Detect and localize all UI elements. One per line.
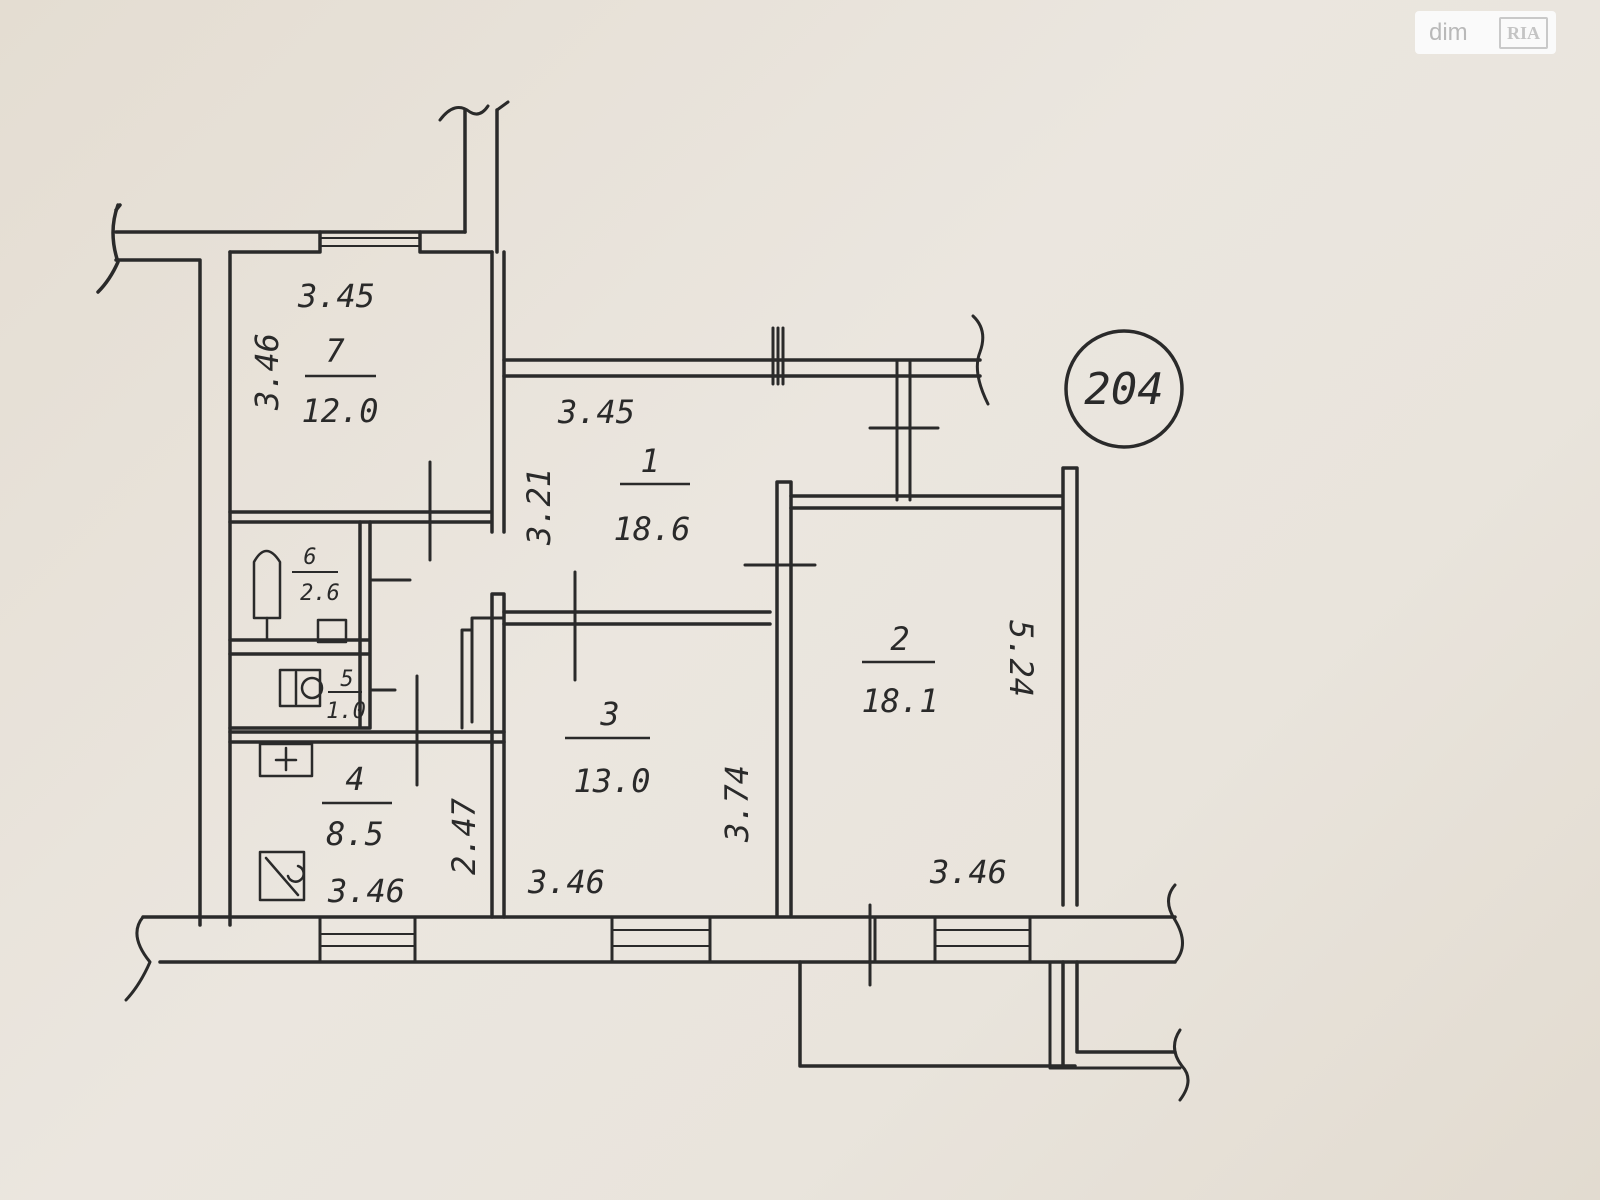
room-labels: 7 12.0 1 18.6 2 18.1 3 13.0 4 8.5 6 2.6: [292, 332, 939, 853]
room-7-label: 7 12.0: [301, 332, 378, 430]
room-6-area: 2.6: [300, 581, 340, 606]
watermark-text: dim: [1429, 18, 1468, 46]
room-2-area: 18.1: [861, 682, 938, 720]
dim-ria-watermark: dim RIA: [1415, 11, 1556, 54]
sink-icon: [258, 742, 314, 778]
room-2-label: 2 18.1: [861, 620, 938, 720]
exterior-wall-left: [96, 203, 467, 927]
room7-walls: [228, 250, 506, 562]
dim-room1-width: 3.45: [557, 393, 635, 431]
room-5-area: 1.0: [326, 699, 366, 724]
dim-room7-depth: 3.46: [248, 333, 286, 411]
room-1-label: 1 18.6: [613, 442, 690, 548]
room-6-number: 6: [303, 545, 316, 570]
dim-room3-depth: 3.74: [718, 765, 756, 843]
apartment-number: 204: [1084, 364, 1163, 415]
dim-room3-width: 3.46: [527, 863, 605, 901]
room-4-area: 8.5: [326, 815, 384, 853]
room-3-label: 3 13.0: [565, 695, 651, 800]
dim-room4-depth: 2.47: [445, 798, 483, 875]
balcony: [798, 960, 1190, 1102]
dim-room4-width: 3.46: [327, 872, 405, 910]
room-2-number: 2: [890, 620, 909, 658]
room-7-number: 7: [325, 332, 344, 370]
room-6-label: 6 2.6: [292, 545, 340, 606]
room-3-area: 13.0: [573, 762, 650, 800]
stove-icon: [258, 850, 306, 902]
room-5-label: 5 1.0: [326, 667, 366, 724]
room-1-number: 1: [640, 442, 659, 480]
dim-room2-width: 3.46: [929, 853, 1007, 891]
dimension-labels: 3.45 3.46 3.45 3.21 5.24 3.46 3.74 3.46 …: [248, 277, 1040, 910]
dim-room2-depth: 5.24: [1002, 620, 1040, 697]
room-7-area: 12.0: [301, 392, 378, 430]
dim-room1-depth: 3.21: [520, 468, 558, 546]
room2-walls: [743, 466, 1079, 917]
wet-block-walls: [228, 520, 506, 787]
apartment-number-circle: [1064, 329, 1184, 449]
room-4-number: 4: [345, 760, 364, 798]
room-5-number: 5: [340, 667, 353, 692]
room-3-number: 3: [599, 695, 619, 733]
bathtub-icon: [252, 549, 348, 644]
room-4-label: 4 8.5: [322, 760, 392, 853]
top-wall-room7: [228, 100, 510, 254]
room3-walls: [460, 570, 772, 919]
toilet-icon: [278, 668, 324, 708]
ria-badge: RIA: [1498, 16, 1548, 49]
room-1-area: 18.6: [613, 510, 690, 548]
dim-room7-width: 3.45: [297, 277, 375, 315]
exterior-wall-bottom: [124, 883, 1184, 1002]
corridor-upper-wall: [502, 314, 990, 502]
